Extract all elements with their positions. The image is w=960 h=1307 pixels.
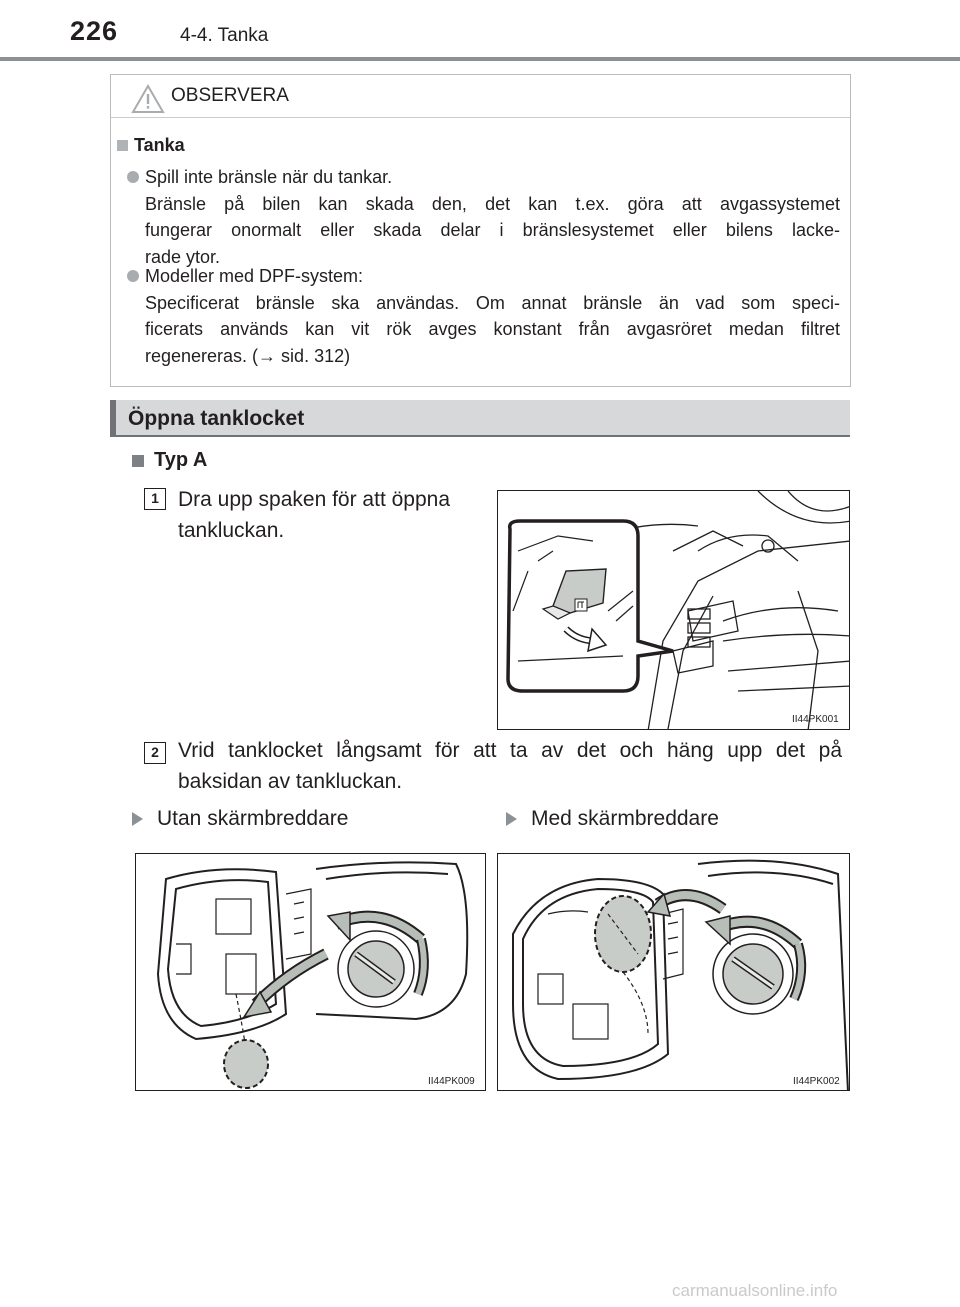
header-rule: [0, 57, 960, 61]
fuel-cap-drawing-left: [156, 861, 469, 1089]
bullet-line: Specificerat bränsle ska användas. Om an…: [145, 292, 840, 313]
square-bullet-icon: [117, 140, 128, 151]
page-number: 226: [70, 16, 119, 46]
bullet-line: regenereras. (→ sid. 312): [145, 345, 351, 366]
bullet-line: ficerats används kan vit rök avges konst…: [145, 319, 840, 339]
step-1-text: Dra upp spaken för att öppna tankluckan.: [178, 484, 450, 546]
fuel-cap-drawing-right: [512, 859, 849, 1090]
cap-with-screen-illustration: II44PK002: [497, 853, 850, 1091]
step-line: tankluckan.: [178, 519, 285, 542]
variant-left-text: Utan skärmbreddare: [157, 807, 349, 830]
bullet-line: Bränsle på bilen kan skada den, det kan …: [145, 193, 840, 214]
section-heading: Öppna tanklocket: [110, 400, 850, 437]
bullet-line: rade ytor.: [145, 246, 221, 267]
watermark: carmanualsonline.info: [672, 1281, 838, 1300]
heading-accent: [110, 400, 116, 435]
step-line: Dra upp spaken för att öppna: [178, 488, 451, 511]
cap-without-screen-illustration: II44PK009: [135, 853, 486, 1091]
square-bullet-icon: [132, 454, 144, 467]
step-2-text: Vrid tanklocket långsamt för att ta av d…: [178, 735, 842, 797]
figure-code: II44PK001: [792, 714, 839, 725]
figure-code: II44PK009: [428, 1076, 475, 1087]
step-1-badge: 1: [144, 488, 166, 510]
step-line: Vrid tanklocket långsamt för att ta av d…: [178, 739, 842, 762]
caution-subheading: Tanka: [117, 135, 185, 156]
bullet-line: Modeller med DPF-system:: [145, 266, 364, 286]
bullet-line: fungerar onormalt eller skada delar i br…: [145, 220, 840, 240]
triangle-bullet-icon: [506, 812, 517, 826]
variant-left-label: Utan skärmbreddare: [132, 807, 348, 831]
circle-bullet-icon: [127, 171, 139, 183]
variant-right-label: Med skärmbreddare: [506, 807, 719, 831]
caution-header: OBSERVERA: [111, 75, 850, 118]
caution-box: OBSERVERA Tanka Spill inte bränsle när d…: [110, 74, 851, 387]
triangle-bullet-icon: [132, 812, 143, 826]
circle-bullet-icon: [127, 270, 139, 282]
step-line: baksidan av tankluckan.: [178, 770, 403, 793]
dashboard-lever-drawing: [506, 491, 849, 729]
bullet-line: Spill inte bränsle när du tankar.: [145, 167, 393, 187]
caution-title: OBSERVERA: [171, 85, 289, 106]
type-heading-text: Typ A: [154, 449, 208, 471]
warning-triangle-icon: [131, 84, 165, 113]
figure-code: II44PK002: [793, 1076, 840, 1087]
variant-right-text: Med skärmbreddare: [531, 807, 719, 830]
fuel-door-lever-illustration: II44PK001: [497, 490, 850, 730]
step-2-badge: 2: [144, 742, 166, 764]
section-title: 4-4. Tanka: [180, 25, 269, 46]
caution-subheading-text: Tanka: [134, 135, 185, 155]
type-heading: Typ A: [132, 449, 207, 472]
section-heading-text: Öppna tanklocket: [128, 407, 305, 430]
